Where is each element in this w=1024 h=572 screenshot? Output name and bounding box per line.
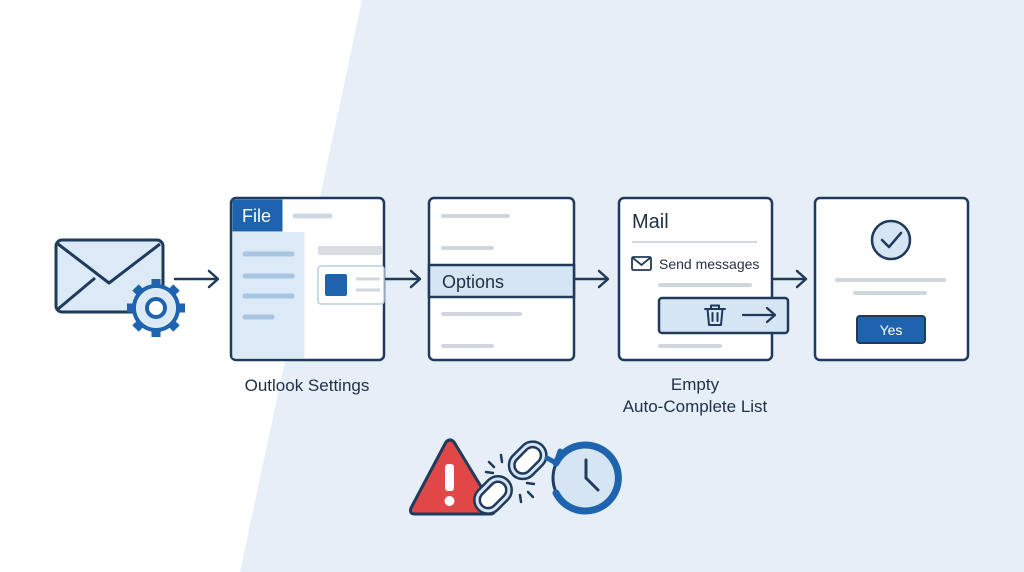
- mail-title: Mail: [632, 211, 669, 233]
- mail-settings-card: Mail Send messages: [617, 196, 790, 362]
- flow-arrow: [384, 269, 422, 289]
- options-menu-item[interactable]: [427, 263, 576, 299]
- mail-small-icon: [631, 256, 652, 271]
- flow-arrow: [574, 269, 610, 289]
- empty-caption: Empty: [670, 375, 720, 394]
- outlook-window-card: File: [229, 196, 386, 362]
- right-arrow-icon: [741, 306, 777, 324]
- trash-icon: [704, 304, 726, 326]
- yes-button-label: Yes: [880, 322, 903, 338]
- flow-arrow: [772, 269, 808, 289]
- file-tab-label: File: [242, 206, 271, 226]
- menu-lines: [242, 251, 295, 320]
- options-label: Options: [442, 272, 504, 292]
- confirmation-card: Yes: [813, 196, 970, 362]
- auto-complete-list-caption: Auto-Complete List: [622, 397, 768, 416]
- empty-autocomplete-button[interactable]: [657, 296, 790, 335]
- gear-icon: [127, 279, 185, 337]
- send-messages-label: Send messages: [659, 256, 759, 272]
- check-circle-icon: [870, 219, 912, 261]
- history-clock-icon: [544, 441, 622, 515]
- outlook-settings-caption: Outlook Settings: [244, 376, 370, 395]
- file-tab[interactable]: [232, 199, 283, 232]
- broken-link-icon: [473, 440, 548, 515]
- envelope-gear-icon: [54, 238, 185, 337]
- options-menu-card: Options: [427, 196, 576, 362]
- yes-button[interactable]: [856, 315, 926, 344]
- flow-arrow: [173, 269, 220, 289]
